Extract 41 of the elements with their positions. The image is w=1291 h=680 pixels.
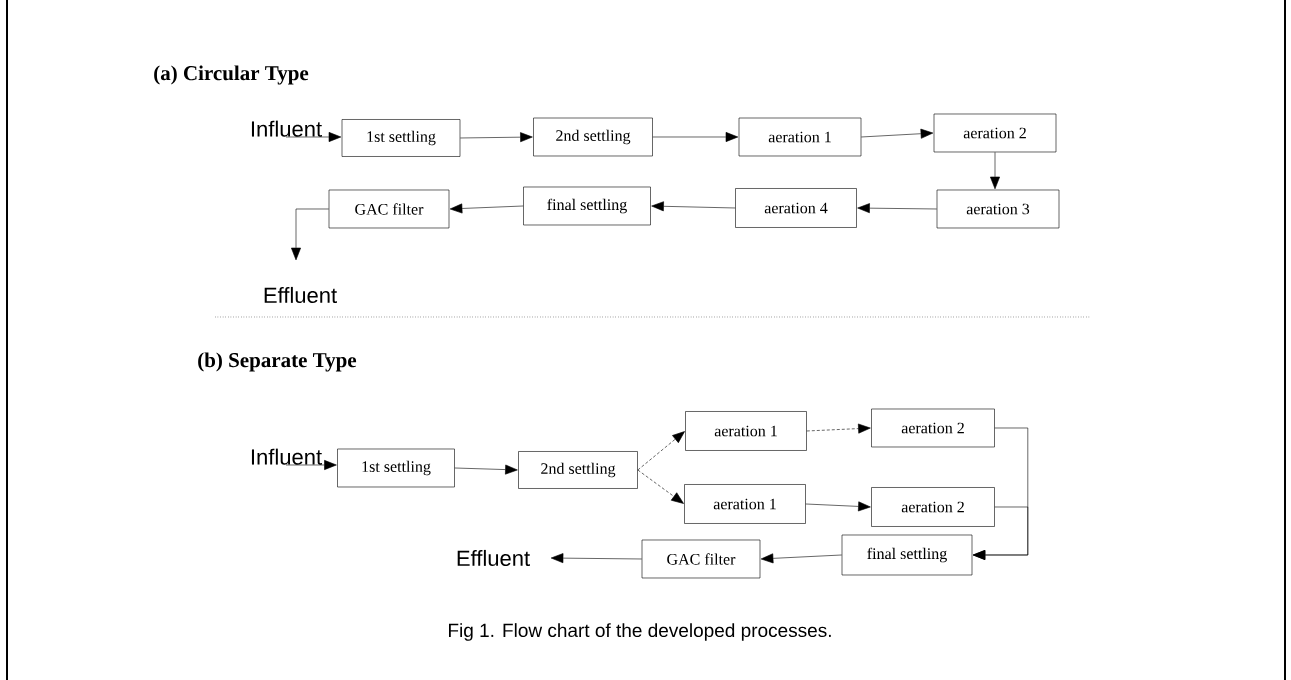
arrow [449, 203, 524, 214]
stream-label: Influent [251, 120, 322, 137]
process-box: aeration 2 [871, 487, 995, 527]
arrow [285, 460, 337, 470]
process-box: aeration 2 [871, 408, 995, 448]
process-box: 1st settling [341, 119, 461, 157]
arrow [285, 132, 342, 142]
process-box: aeration 3 [936, 189, 1060, 229]
process-box: 2nd settling [518, 451, 638, 489]
process-box: final settling [523, 186, 651, 226]
process-box: aeration 4 [735, 188, 857, 228]
process-box: GAC filter [641, 539, 761, 579]
process-box: 2nd settling [533, 117, 653, 157]
process-box: aeration 1 [685, 411, 807, 451]
process-box: aeration 1 [684, 484, 806, 524]
arrow [760, 553, 842, 564]
process-box: aeration 1 [738, 117, 862, 157]
arrow [990, 152, 1000, 190]
arrow [805, 501, 871, 512]
process-box: aeration 2 [933, 113, 1057, 153]
process-box: 1st settling [337, 448, 455, 488]
stream-label: Effluent [264, 286, 337, 304]
section-heading: (a) Circular Type [154, 65, 309, 85]
process-box: final settling [841, 534, 973, 576]
arrow [637, 469, 684, 504]
stream-label: Effluent [457, 549, 530, 567]
arrow [806, 423, 871, 434]
section-heading: (b) Separate Type [198, 352, 357, 372]
stream-label: Influent [251, 448, 322, 465]
arrow [861, 128, 934, 139]
figure-caption: Fig 1. Flow chart of the developed processes. [449, 623, 831, 641]
arrow [652, 132, 739, 142]
arrow [454, 464, 518, 475]
arrow [460, 132, 533, 143]
arrow [291, 208, 329, 261]
arrow [857, 203, 937, 214]
process-box: GAC filter [328, 189, 450, 229]
arrow [972, 506, 1029, 560]
arrow [550, 553, 642, 564]
arrow [637, 431, 685, 471]
arrow [651, 201, 736, 212]
